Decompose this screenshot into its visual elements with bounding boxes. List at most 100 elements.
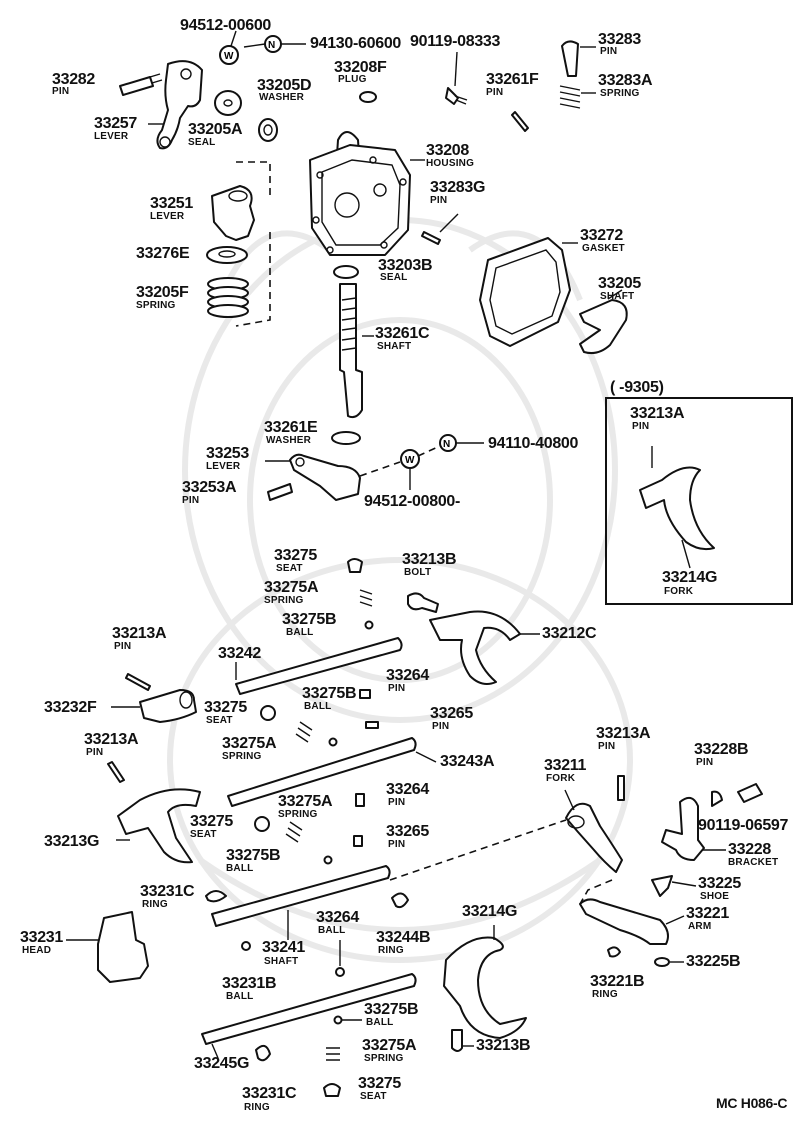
part-name: BALL bbox=[318, 925, 346, 936]
part-name: PIN bbox=[598, 741, 616, 752]
pin-33264-a bbox=[359, 689, 371, 699]
seal-33203B bbox=[333, 265, 359, 279]
part-number: 33228 bbox=[728, 841, 771, 858]
fork-33214G bbox=[443, 936, 527, 1039]
part-name: RING bbox=[378, 945, 404, 956]
part-name: PIN bbox=[388, 797, 406, 808]
fork-33212C bbox=[429, 610, 521, 685]
part-name: BOLT bbox=[404, 567, 432, 578]
ball-33231B bbox=[241, 941, 251, 951]
part-name: BALL bbox=[304, 701, 332, 712]
part-number: 33231B bbox=[222, 975, 277, 992]
part-number: 33275B bbox=[364, 1001, 419, 1018]
part-name: PIN bbox=[432, 721, 450, 732]
part-name: RING bbox=[244, 1102, 270, 1113]
shaft-33243A bbox=[227, 737, 417, 807]
part-number: 33231C bbox=[140, 883, 195, 900]
pin-33282 bbox=[119, 76, 154, 96]
part-33232F bbox=[139, 689, 197, 723]
part-number: 33283A bbox=[598, 72, 653, 89]
pin-33261F bbox=[511, 111, 529, 132]
part-number: 33203B bbox=[378, 257, 433, 274]
part-number: 33275 bbox=[190, 813, 233, 830]
part-number: 33282 bbox=[52, 71, 95, 88]
part-name: LEVER bbox=[150, 211, 185, 222]
part-name: SEAT bbox=[190, 829, 217, 840]
part-name: SPRING bbox=[364, 1053, 404, 1064]
part-number: 33275A bbox=[222, 735, 277, 752]
part-name: SPRING bbox=[264, 595, 304, 606]
head-33231 bbox=[97, 911, 149, 983]
part-number: 33205D bbox=[257, 77, 312, 94]
diagram-code: MC H086-C bbox=[716, 1095, 788, 1111]
part-name: WASHER bbox=[259, 92, 305, 103]
part-number: 33208 bbox=[426, 142, 469, 159]
part-number: 94512-00800- bbox=[364, 493, 461, 510]
part-number: 33225 bbox=[698, 875, 741, 892]
part-number: 33205 bbox=[598, 275, 641, 292]
part-number: 33275B bbox=[302, 685, 357, 702]
part-name: SEAT bbox=[360, 1091, 387, 1102]
part-name: RING bbox=[592, 989, 618, 1000]
part-number: 33242 bbox=[218, 645, 261, 662]
spring-33275A-a bbox=[359, 589, 373, 607]
part-number: 90119-08333 bbox=[410, 33, 501, 50]
part-name: BALL bbox=[286, 627, 314, 638]
part-number: 33214G bbox=[662, 569, 718, 586]
part-number: 94130-60600 bbox=[310, 35, 402, 52]
inset-title: ( -9305) bbox=[610, 379, 664, 396]
housing-33208 bbox=[309, 131, 411, 256]
inset-box bbox=[605, 397, 793, 605]
part-number: 33275A bbox=[278, 793, 333, 810]
svg-text:N: N bbox=[443, 439, 450, 450]
washer-33205D bbox=[214, 90, 242, 116]
washer-33276E bbox=[206, 246, 248, 264]
part-number: 33213A bbox=[84, 731, 139, 748]
part-number: 33261E bbox=[264, 419, 318, 436]
part-name: SEAL bbox=[380, 272, 408, 283]
part-number: 33253A bbox=[182, 479, 237, 496]
washer-w-symbol-2 bbox=[400, 449, 420, 469]
part-name: SPRING bbox=[222, 751, 262, 762]
plug-33208F bbox=[359, 91, 377, 103]
part-number: 33261F bbox=[486, 71, 539, 88]
part-name: PIN bbox=[52, 86, 70, 97]
shaft-33205 bbox=[579, 299, 628, 355]
ball-33275B-d bbox=[333, 1015, 343, 1025]
part-name: PIN bbox=[430, 195, 448, 206]
lever-33257 bbox=[156, 60, 203, 150]
part-33225B bbox=[654, 957, 670, 967]
part-name: FORK bbox=[546, 773, 576, 784]
part-number: 33213A bbox=[630, 405, 685, 422]
part-name: HEAD bbox=[22, 945, 52, 956]
seat-33275-b bbox=[260, 705, 276, 721]
svg-text:W: W bbox=[405, 455, 415, 466]
seat-33275-c bbox=[254, 816, 270, 832]
part-number: 33221B bbox=[590, 973, 645, 990]
shoe-33225 bbox=[651, 875, 673, 897]
part-number: 33275 bbox=[204, 699, 247, 716]
part-number: 33212C bbox=[542, 625, 597, 642]
part-number: 33283G bbox=[430, 179, 486, 196]
part-name: FORK bbox=[664, 586, 694, 597]
part-number: 33213A bbox=[112, 625, 167, 642]
part-number: 94512-00600 bbox=[180, 17, 272, 34]
pin-33265-b bbox=[353, 835, 363, 847]
part-number: 33213B bbox=[476, 1037, 531, 1054]
part-number: 33261C bbox=[375, 325, 430, 342]
part-name: PIN bbox=[632, 421, 650, 432]
part-name: ARM bbox=[688, 921, 712, 932]
ball-33275B-a bbox=[364, 620, 374, 630]
part-number: 33265 bbox=[430, 705, 473, 722]
washer-symbol-text: W bbox=[224, 51, 234, 62]
part-number: 33241 bbox=[262, 939, 305, 956]
seat-33275-a bbox=[347, 558, 363, 573]
bracket-33228 bbox=[661, 796, 705, 861]
fork-33214G-inset bbox=[639, 466, 715, 551]
pin-33253A bbox=[267, 483, 293, 501]
part-name: PIN bbox=[182, 495, 200, 506]
part-number: 33231 bbox=[20, 929, 63, 946]
part-name: SPRING bbox=[136, 300, 176, 311]
part-name: SHAFT bbox=[377, 341, 412, 352]
